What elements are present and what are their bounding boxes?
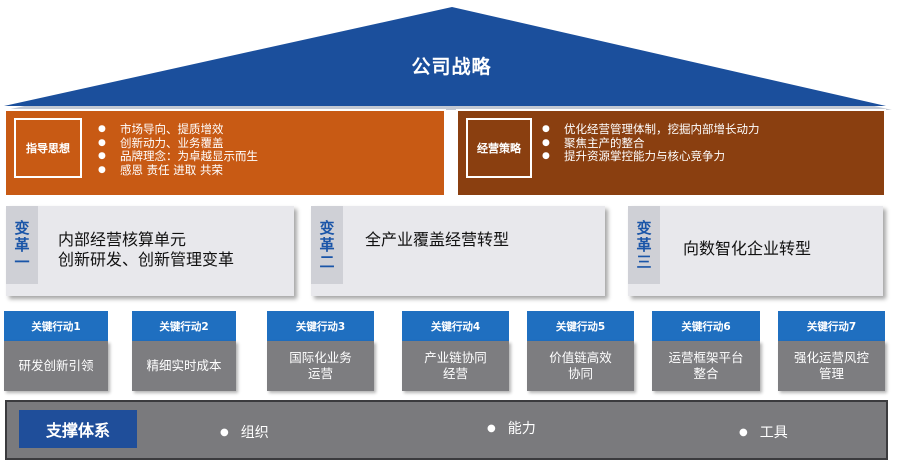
roof-triangle — [4, 7, 886, 106]
action-line: 运营 — [307, 366, 333, 381]
support-item-label: 能力 — [507, 421, 536, 437]
bullet-icon: ● — [220, 427, 229, 438]
bullet-icon: ● — [739, 427, 748, 438]
action-line: 经营 — [442, 366, 468, 381]
action-line: 整合 — [693, 366, 719, 381]
tag-char: 一 — [14, 252, 30, 271]
transformation-tag-2: 变 革 二 — [311, 206, 343, 284]
guidance-bullet: 创新动力、业务覆盖 — [98, 136, 428, 151]
strategy-bullet: 优化经营管理体制，挖掘内部增长动力 — [542, 122, 872, 137]
action-body: 精细实时成本 — [132, 341, 236, 391]
action-body: 运营框架平台 整合 — [652, 341, 760, 391]
action-line: 运营框架平台 — [668, 350, 744, 365]
action-header: 关键行动7 — [778, 311, 885, 341]
action-card-4: 关键行动4 产业链协同 经营 — [402, 311, 509, 391]
tag-char: 变 — [319, 218, 335, 237]
guidance-bullets: 市场导向、提质增效 创新动力、业务覆盖 品牌理念：为卓越显示而生 感恩 责任 进… — [98, 122, 428, 178]
action-header: 关键行动1 — [4, 311, 108, 341]
strategy-label: 经营策略 — [466, 118, 532, 178]
transformation-line: 内部经营核算单元 — [58, 230, 187, 249]
transformation-text-1: 内部经营核算单元 创新研发、创新管理变革 — [58, 230, 288, 270]
strategy-bullets: 优化经营管理体制，挖掘内部增长动力 聚焦主产的整合 提升资源掌控能力与核心竞争力 — [542, 122, 872, 164]
transformation-line: 向数智化企业转型 — [683, 239, 812, 258]
tag-char: 革 — [14, 235, 30, 254]
action-header: 关键行动6 — [652, 311, 760, 341]
strategy-bullet: 聚焦主产的整合 — [542, 136, 872, 151]
action-line: 国际化业务 — [289, 350, 352, 365]
transformation-line: 创新研发、创新管理变革 — [58, 250, 235, 269]
action-card-3: 关键行动3 国际化业务 运营 — [267, 311, 374, 391]
action-line: 协同 — [567, 366, 593, 381]
strategy-panel: 经营策略 优化经营管理体制，挖掘内部增长动力 聚焦主产的整合 提升资源掌控能力与… — [456, 109, 886, 197]
transformation-card-2: 变 革 二 全产业覆盖经营转型 — [311, 206, 605, 296]
transformation-card-3: 变 革 三 向数智化企业转型 — [628, 206, 883, 296]
transformation-text-2: 全产业覆盖经营转型 — [365, 230, 595, 250]
action-line: 强化运营风控 — [793, 350, 869, 365]
support-item-org: ● 组织 — [220, 422, 269, 442]
action-header: 关键行动4 — [402, 311, 509, 341]
guidance-bullet: 品牌理念：为卓越显示而生 — [98, 149, 428, 164]
transformation-tag-3: 变 革 三 — [628, 206, 660, 284]
page-title: 公司战略 — [411, 56, 492, 78]
action-header: 关键行动5 — [527, 311, 634, 341]
action-body: 产业链协同 经营 — [402, 341, 509, 391]
tag-char: 二 — [319, 252, 335, 271]
support-label: 支撑体系 — [19, 410, 137, 448]
transformation-card-1: 变 革 一 内部经营核算单元 创新研发、创新管理变革 — [6, 206, 294, 296]
support-item-ability: ● 能力 — [487, 418, 536, 438]
action-line: 精细实时成本 — [146, 358, 222, 373]
tag-char: 革 — [319, 235, 335, 254]
tag-char: 三 — [636, 252, 652, 271]
transformation-text-3: 向数智化企业转型 — [683, 239, 873, 259]
support-item-label: 组织 — [240, 425, 269, 441]
action-line: 价值链高效 — [549, 350, 612, 365]
strategy-bullet: 提升资源掌控能力与核心竞争力 — [542, 149, 872, 164]
guidance-label: 指导思想 — [14, 118, 82, 178]
action-line: 产业链协同 — [424, 350, 487, 365]
support-item-tools: ● 工具 — [739, 422, 788, 442]
guidance-panel: 指导思想 市场导向、提质增效 创新动力、业务覆盖 品牌理念：为卓越显示而生 感恩… — [4, 109, 446, 197]
action-body: 价值链高效 协同 — [527, 341, 634, 391]
action-header: 关键行动3 — [267, 311, 374, 341]
tag-char: 革 — [636, 235, 652, 254]
support-bar: 支撑体系 ● 组织 ● 能力 ● 工具 — [5, 400, 888, 460]
tag-char: 变 — [636, 218, 652, 237]
action-card-5: 关键行动5 价值链高效 协同 — [527, 311, 634, 391]
transformation-tag-1: 变 革 一 — [6, 206, 38, 284]
action-line: 研发创新引领 — [18, 358, 94, 373]
action-card-2: 关键行动2 精细实时成本 — [132, 311, 236, 391]
action-header: 关键行动2 — [132, 311, 236, 341]
guidance-bullet: 市场导向、提质增效 — [98, 122, 428, 137]
support-item-label: 工具 — [759, 425, 788, 441]
action-card-6: 关键行动6 运营框架平台 整合 — [652, 311, 760, 391]
action-body: 研发创新引领 — [4, 341, 108, 391]
tag-char: 变 — [14, 218, 30, 237]
action-card-1: 关键行动1 研发创新引领 — [4, 311, 108, 391]
strategy-roof — [4, 7, 892, 110]
guidance-bullet: 感恩 责任 进取 共荣 — [98, 163, 428, 178]
action-line: 管理 — [818, 366, 844, 381]
action-body: 强化运营风控 管理 — [778, 341, 885, 391]
bullet-icon: ● — [487, 423, 496, 434]
action-card-7: 关键行动7 强化运营风控 管理 — [778, 311, 885, 391]
transformation-line: 全产业覆盖经营转型 — [365, 230, 510, 249]
action-body: 国际化业务 运营 — [267, 341, 374, 391]
